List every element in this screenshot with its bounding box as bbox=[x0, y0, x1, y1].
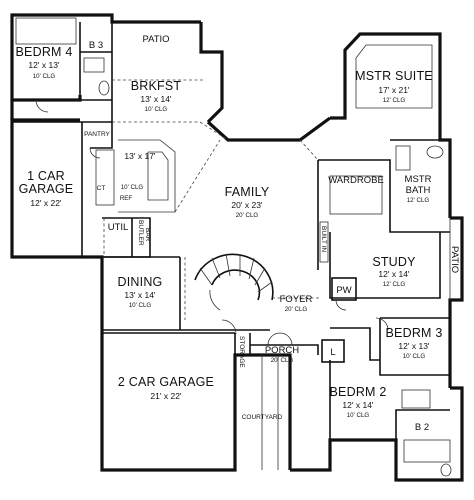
butler-name2: BAR bbox=[144, 228, 151, 242]
ct-name: CT bbox=[97, 185, 106, 192]
dining-clg: 10' CLG bbox=[129, 302, 152, 309]
car2-dims: 21' x 22' bbox=[150, 391, 182, 401]
kitchen-dims: 13' x 17' bbox=[124, 151, 156, 161]
dashed-lines bbox=[103, 79, 320, 320]
wardrobe-name: WARDROBE bbox=[328, 175, 384, 186]
family-name: FAMILY bbox=[225, 185, 270, 199]
mstr-suite-name: MSTR SUITE bbox=[355, 69, 433, 83]
bedrm3-clg: 10' CLG bbox=[403, 353, 426, 360]
interior-walls bbox=[12, 17, 452, 477]
mstr-bath-name2: BATH bbox=[406, 185, 431, 196]
bedrm4-dims: 12' x 13' bbox=[28, 60, 60, 70]
kitchen-ref: REF bbox=[120, 195, 133, 202]
car2-name: 2 CAR GARAGE bbox=[118, 375, 214, 389]
room-labels: BEDRM 4 12' x 13' 10' CLG B 3 PATIO BRKF… bbox=[16, 34, 460, 433]
bedrm4-clg: 10' CLG bbox=[33, 73, 56, 80]
built-in-name: BUILT IN bbox=[320, 226, 327, 252]
kitchen-clg: 10' CLG bbox=[121, 184, 144, 191]
car1-dims: 12' x 22' bbox=[30, 198, 62, 208]
bedrm3-name: BEDRM 3 bbox=[386, 326, 443, 340]
family-clg: 20' CLG bbox=[236, 212, 259, 219]
l-closet-name: L bbox=[330, 347, 335, 358]
pw-name: PW bbox=[336, 285, 351, 296]
porch-name: PORCH bbox=[265, 345, 299, 356]
spiral-stair bbox=[194, 253, 274, 311]
b2-name: B 2 bbox=[415, 422, 429, 433]
car1-name2: GARAGE bbox=[19, 182, 74, 196]
bedrm2-name: BEDRM 2 bbox=[330, 385, 387, 399]
brkfst-dims: 13' x 14' bbox=[140, 94, 172, 104]
dining-name: DINING bbox=[118, 275, 163, 289]
util-name: UTIL bbox=[108, 222, 129, 233]
patio-top-name: PATIO bbox=[142, 34, 169, 45]
bedrm3-dims: 12' x 13' bbox=[398, 341, 430, 351]
mstr-suite-dims: 17' x 21' bbox=[378, 85, 410, 95]
mstr-suite-clg: 12' CLG bbox=[383, 97, 406, 104]
brkfst-clg: 10' CLG bbox=[145, 106, 168, 113]
doors bbox=[35, 99, 389, 346]
study-clg: 12' CLG bbox=[383, 281, 406, 288]
bedrm2-clg: 10' CLG bbox=[347, 412, 370, 419]
bedrm2-dims: 12' x 14' bbox=[342, 400, 374, 410]
mstr-bath-clg: 12' CLG bbox=[407, 197, 430, 204]
bedrm4-name: BEDRM 4 bbox=[16, 45, 73, 59]
porch-clg: 20' CLG bbox=[271, 357, 294, 364]
study-name: STUDY bbox=[372, 255, 416, 269]
foyer-clg: 20' CLG bbox=[285, 306, 308, 313]
family-dims: 20' x 23' bbox=[231, 200, 263, 210]
patio-right-name: PATIO bbox=[449, 246, 460, 273]
courtyard-name: COURTYARD bbox=[242, 414, 283, 421]
study-dims: 12' x 14' bbox=[378, 269, 410, 279]
mstr-bath-name1: MSTR bbox=[405, 174, 432, 185]
car1-name1: 1 CAR bbox=[27, 169, 65, 183]
butler-name1: BUTLER bbox=[137, 220, 144, 246]
dining-dims: 13' x 14' bbox=[124, 290, 156, 300]
b3-name: B 3 bbox=[89, 40, 103, 51]
storage-name: STORAGE bbox=[238, 336, 245, 368]
brkfst-name: BRKFST bbox=[131, 79, 182, 93]
foyer-name: FOYER bbox=[280, 294, 313, 305]
pantry-name: PANTRY bbox=[84, 131, 110, 138]
